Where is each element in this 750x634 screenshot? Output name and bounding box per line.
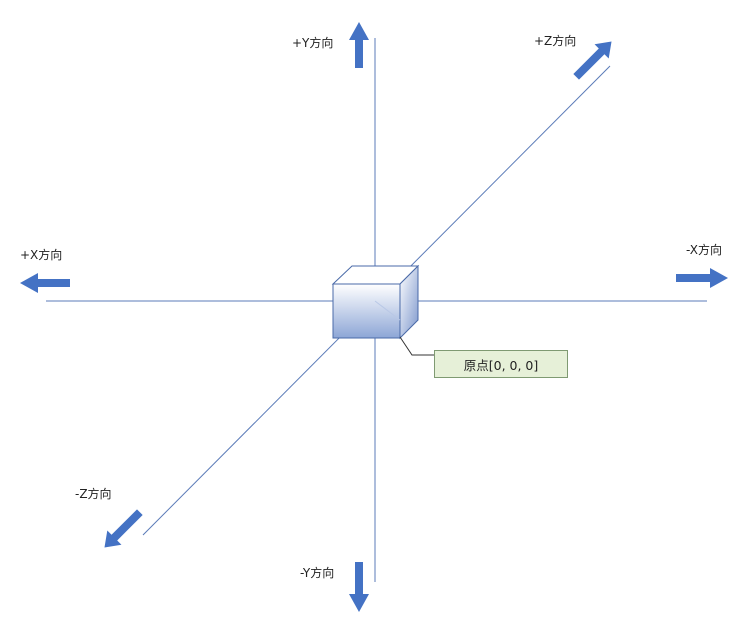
neg-x-arrow — [676, 268, 728, 288]
callout-leader — [399, 336, 434, 356]
pos-x-arrow — [20, 273, 70, 293]
neg-y-arrow — [349, 562, 369, 612]
pos-z-label: +Z方向 — [534, 34, 577, 48]
pos-y-arrow — [349, 22, 369, 68]
origin-callout-text: 原点[0, 0, 0] — [463, 357, 539, 373]
pos-x-label: +X方向 — [20, 248, 63, 262]
origin-cube — [331, 264, 420, 340]
neg-z-arrow — [104, 509, 143, 548]
pos-y-label: +Y方向 — [292, 36, 334, 50]
pos-z-arrow — [573, 41, 612, 80]
cube-inner-edge — [374, 300, 401, 321]
neg-z-label: -Z方向 — [75, 487, 112, 501]
origin-callout: 原点[0, 0, 0] — [434, 350, 568, 378]
neg-x-label: -X方向 — [686, 243, 722, 257]
cube-front-face — [332, 283, 401, 339]
neg-y-label: -Y方向 — [300, 566, 335, 580]
